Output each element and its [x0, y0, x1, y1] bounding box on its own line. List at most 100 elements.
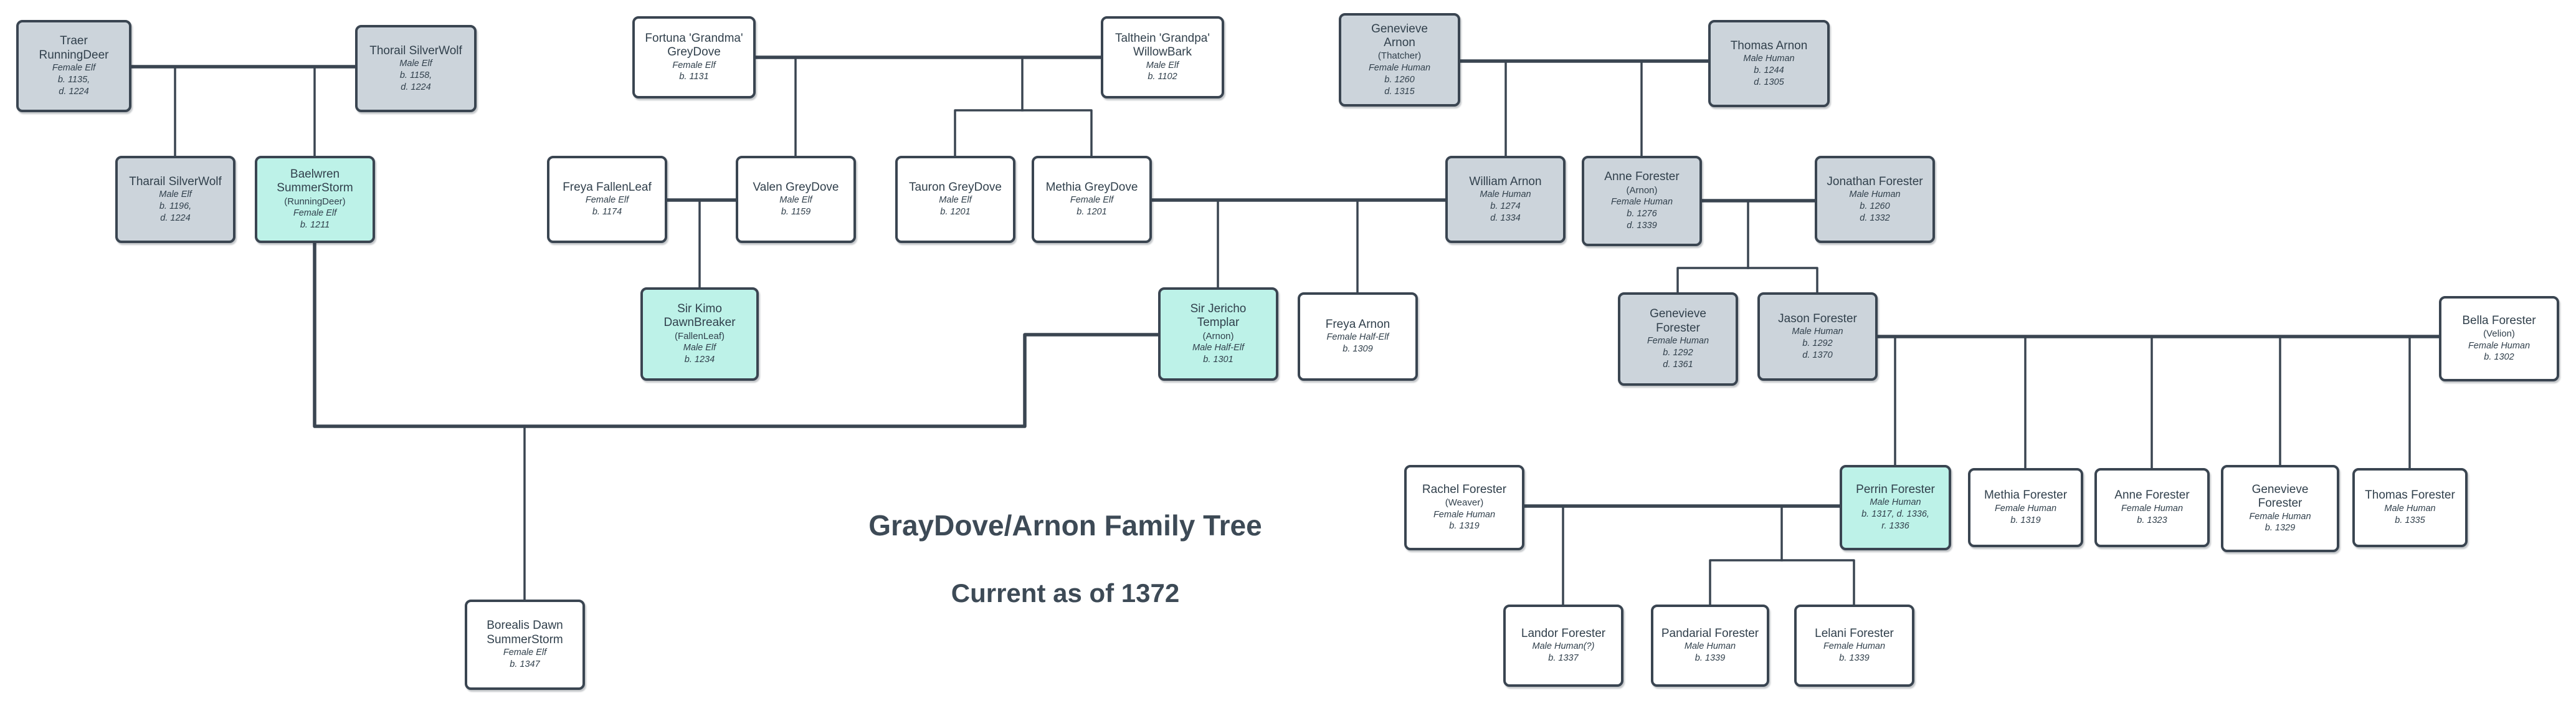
person-name: Genevieve Forester: [2251, 482, 2309, 510]
person-name: Tauron GreyDove: [909, 180, 1002, 194]
person-detail: d. 1370: [1802, 350, 1833, 360]
connector-marriage-line: [313, 241, 1160, 428]
person-detail: b. 1244: [1754, 65, 1784, 75]
person-maiden-name: (Weaver): [1445, 497, 1484, 509]
person-detail: Female Elf: [503, 648, 547, 658]
person-detail: b. 1260: [1860, 201, 1890, 211]
person-maiden-name: (Arnon): [1626, 184, 1658, 196]
person-detail: d. 1315: [1384, 86, 1415, 97]
person-detail: b. 1309: [1343, 344, 1373, 355]
person-detail: Female Human: [1433, 509, 1496, 520]
person-detail: Female Human: [1994, 503, 2057, 514]
person-detail: b. 1234: [684, 355, 715, 365]
person-name: Baelwren SummerStorm: [277, 168, 353, 195]
person-detail: Female Human: [2468, 340, 2531, 351]
person-name: Freya Arnon: [1325, 317, 1390, 331]
person-detail: d. 1224: [59, 86, 89, 97]
person-detail: Male Human: [1792, 326, 1843, 337]
person-detail: b. 1335: [2395, 515, 2425, 525]
person-detail: Male Human: [1870, 497, 1921, 508]
person-detail: Male Human: [1480, 189, 1531, 199]
person-node-sir-kimo-dawnbreaker[interactable]: Sir Kimo DawnBreaker(FallenLeaf)Male Elf…: [640, 287, 759, 381]
person-detail: d. 1332: [1860, 213, 1890, 223]
person-maiden-name: (Thatcher): [1377, 50, 1422, 62]
person-detail: Male Elf: [1146, 60, 1179, 70]
connector-child-line: [1676, 267, 1818, 295]
person-name: Fortuna 'Grandma' GreyDove: [645, 31, 743, 59]
person-name: Bella Forester: [2462, 313, 2536, 327]
person-detail: b. 1301: [1203, 355, 1233, 365]
person-name: Borealis Dawn SummerStorm: [487, 619, 563, 646]
person-name: William Arnon: [1469, 175, 1542, 188]
person-detail: Female Human: [1823, 641, 1886, 652]
diagram-title: GrayDove/Arnon Family Tree: [868, 509, 1262, 542]
person-detail: b. 1337: [1548, 653, 1579, 664]
person-maiden-name: (Velion): [2483, 328, 2515, 340]
person-detail: b. 1158,: [399, 70, 432, 80]
person-detail: Female Human: [2249, 511, 2311, 522]
person-name: Valen GreyDove: [753, 180, 839, 194]
person-detail: b. 1323: [2137, 515, 2167, 525]
person-name: Sir Jericho Templar: [1190, 302, 1247, 330]
person-name: Thorail SilverWolf: [369, 44, 462, 57]
person-detail: Male Elf: [683, 343, 716, 353]
person-detail: b. 1339: [1839, 653, 1870, 664]
diagram-subtitle: Current as of 1372: [951, 578, 1180, 608]
person-detail: b. 1159: [781, 207, 811, 218]
person-detail: d. 1339: [1627, 220, 1657, 231]
person-name: Rachel Forester: [1422, 482, 1507, 496]
person-detail: Female Human: [1610, 197, 1673, 208]
person-detail: d. 1224: [401, 82, 431, 92]
person-name: Talthein 'Grandpa' WillowBark: [1115, 31, 1210, 59]
person-name: Perrin Forester: [1856, 483, 1935, 497]
person-detail: b. 1319: [1449, 521, 1480, 532]
person-name: Freya FallenLeaf: [563, 180, 652, 194]
person-node-baelwren-summerstorm[interactable]: Baelwren SummerStorm(RunningDeer)Female …: [255, 156, 375, 243]
person-name: Jonathan Forester: [1827, 175, 1923, 188]
person-detail: b. 1292: [1802, 338, 1833, 348]
person-name: Tharail SilverWolf: [129, 175, 222, 188]
person-detail: b. 1317, d. 1336,: [1861, 509, 1929, 520]
person-detail: Female Human: [1368, 62, 1431, 73]
person-detail: Male Human: [1684, 641, 1736, 652]
person-detail: b. 1329: [2265, 523, 2296, 533]
person-name: Landor Forester: [1521, 626, 1606, 640]
connector-child-line: [1709, 559, 1855, 607]
person-detail: b. 1201: [940, 207, 971, 218]
person-detail: Male Elf: [159, 189, 192, 199]
person-detail: d. 1334: [1490, 213, 1521, 223]
person-detail: r. 1336: [1881, 521, 1909, 532]
person-name: Methia Forester: [1984, 489, 2068, 502]
